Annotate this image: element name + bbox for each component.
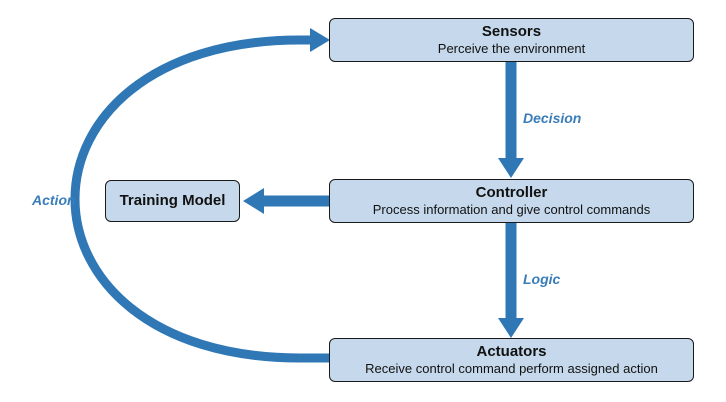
actuators-desc: Receive control command perform assigned… (365, 361, 658, 376)
sensors-title: Sensors (481, 23, 542, 40)
controller-node: Controller Process information and give … (329, 179, 694, 223)
logic-label: Logic (523, 271, 561, 287)
logic-arrowhead (498, 318, 524, 338)
actuators-title: Actuators (476, 343, 547, 360)
action-label: Action (32, 192, 76, 208)
action-arrowhead (310, 28, 330, 52)
training-model-node: Training Model (105, 180, 240, 222)
controller-desc: Process information and give control com… (372, 202, 651, 217)
training-arrowhead (243, 188, 264, 214)
training-model-title: Training Model (119, 192, 226, 209)
sensors-desc: Perceive the environment (437, 41, 586, 56)
decision-label: Decision (523, 110, 582, 126)
actuators-node: Actuators Receive control command perfor… (329, 338, 694, 382)
decision-arrowhead (498, 158, 524, 178)
controller-title: Controller (475, 184, 548, 201)
action-loop-arrow (70, 35, 330, 363)
sensors-node: Sensors Perceive the environment (329, 18, 694, 62)
